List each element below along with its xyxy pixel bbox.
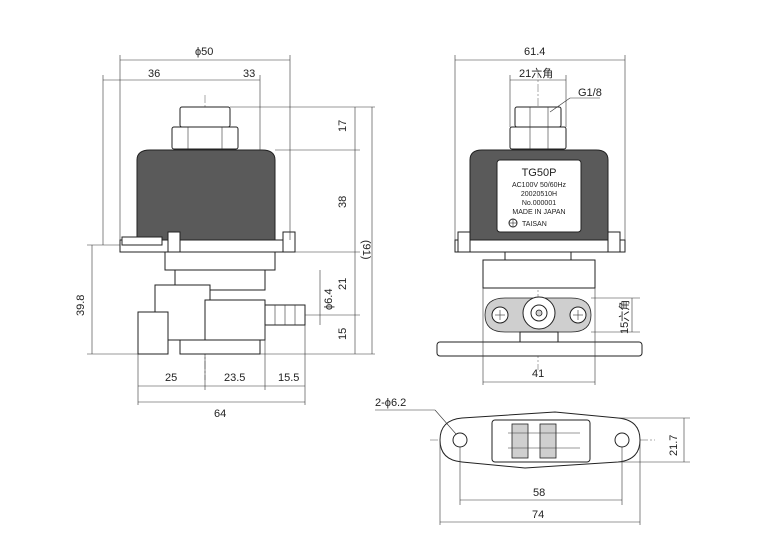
nameplate-number: No.000001	[522, 200, 556, 207]
side-hex-nut	[509, 126, 567, 150]
nameplate-serial: 20020510H	[521, 191, 557, 198]
front-cable-clamp	[121, 236, 163, 246]
dim-width-b: 23.5	[224, 372, 245, 384]
front-fitting-top	[179, 106, 231, 128]
side-hex-top	[514, 106, 562, 128]
dim-width-total: 64	[214, 408, 226, 420]
dim-width-left: 36	[148, 68, 160, 80]
dim-width-right: 33	[243, 68, 255, 80]
dim-body-diameter: ϕ50	[195, 46, 213, 58]
side-base-plate	[454, 239, 626, 253]
side-valve-block	[482, 259, 596, 289]
front-hex-nut	[171, 126, 239, 150]
dim-hex-side: 15六角	[618, 300, 631, 334]
dim-width-c: 15.5	[278, 372, 299, 384]
nameplate-model: TG50P	[522, 167, 557, 179]
dim-width-a: 25	[165, 372, 177, 384]
dim-height-overall: (91)	[360, 240, 372, 260]
dim-flange-length: 74	[532, 509, 544, 521]
mount-hole-right-icon	[614, 432, 630, 448]
front-inlet	[137, 311, 169, 355]
dim-hole-pitch: 58	[533, 487, 545, 499]
nameplate-rating: AC100V 50/60Hz	[512, 182, 567, 189]
dim-outlet-diameter: ϕ6.4	[323, 289, 335, 310]
mount-hole-left-icon	[452, 432, 468, 448]
nameplate-brand: TAISAN	[522, 221, 547, 228]
front-valve-block	[164, 251, 276, 271]
dim-base-height: 39.8	[75, 295, 87, 316]
nameplate	[496, 159, 582, 233]
bottom-view: 2-ϕ6.2 21.7 58 74	[375, 397, 690, 525]
dim-height-nut: 17	[337, 120, 349, 132]
dim-height-mid: 21	[337, 278, 349, 290]
front-view: ϕ50 36 33 17 38 (91) 21 15 ϕ6.4 39.8	[75, 46, 375, 420]
dim-flange-width: 41	[532, 368, 544, 380]
dim-side-width: 61.4	[524, 46, 545, 58]
nameplate-origin: MADE IN JAPAN	[512, 209, 565, 216]
dim-flange-height: 21.7	[668, 435, 680, 456]
dim-height-body: 38	[337, 196, 349, 208]
dim-thread: G1/8	[578, 87, 602, 99]
side-view: TG50P AC100V 50/60Hz 20020510H No.000001…	[436, 46, 643, 385]
dim-mount-holes: 2-ϕ6.2	[375, 397, 406, 409]
side-mount-foot	[436, 341, 643, 357]
front-pump-body	[136, 149, 276, 241]
dim-hex-size: 21六角	[519, 67, 553, 80]
dim-height-lower: 15	[337, 328, 349, 340]
